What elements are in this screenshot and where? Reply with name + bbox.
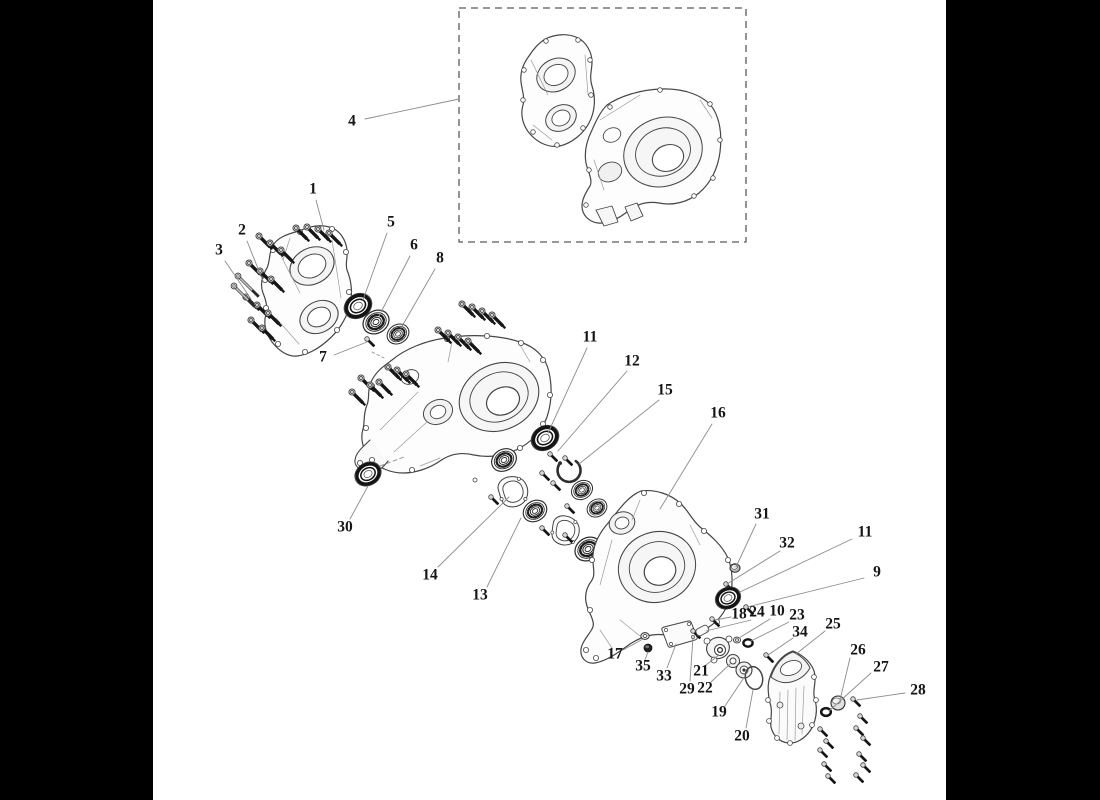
part-number-5-4: 5 [387,214,395,231]
part-number-15-13: 15 [657,382,673,399]
part-number-29-31: 29 [679,681,695,698]
part-number-26-25: 26 [850,642,866,659]
part-number-11-17: 11 [858,524,873,541]
part-number-19-34: 19 [711,704,727,721]
part-number-34-23: 34 [792,624,808,641]
part-number-12-12: 12 [624,353,640,370]
leader-line-27 [828,672,872,712]
part-number-24-20: 24 [749,604,765,621]
oil-seal-30 [348,455,405,493]
leader-line-30 [349,485,369,520]
leader-line-12 [557,370,628,452]
leader-line-6 [378,255,411,317]
part-number-31-15: 31 [754,506,770,523]
leader-line-3 [224,260,252,300]
leader-line-11 [739,538,853,593]
part-number-33-30: 33 [656,668,672,685]
part-number-8-6: 8 [436,250,444,267]
leader-line-20 [745,689,754,729]
leader-line-33 [666,643,677,669]
leader-line-31 [735,523,757,568]
part-number-2-2: 2 [238,222,246,239]
leader-line-17 [622,638,644,651]
leader-lines-layer [224,98,906,729]
leader-line-22 [710,663,731,683]
part-number-23-22: 23 [789,607,805,624]
washer-17 [640,632,650,640]
leader-line-4 [364,98,460,120]
seal-and-bearings-left-axis [337,286,414,359]
leader-line-29 [689,636,694,682]
plug-35-top [645,645,650,649]
reference-box [458,7,747,243]
leader-line-10 [738,618,771,639]
leader-line-5 [362,232,388,301]
part-number-9-18: 9 [873,564,881,581]
part-number-14-9: 14 [422,567,438,584]
leader-line-18 [714,616,732,621]
leader-line-21 [705,654,720,666]
right-case-small-parts [640,563,755,653]
assembled-left-half [520,34,595,148]
part-number-28-27: 28 [910,682,926,699]
leader-line-16 [659,423,713,510]
crankcase-right-half [580,489,734,664]
part-number-27-26: 27 [873,659,889,676]
part-number-13-10: 13 [472,587,488,604]
assembled-crankcase-pair [520,34,723,227]
part-number-11-11: 11 [583,329,598,346]
leader-line-1 [315,199,325,231]
part-number-4-0: 4 [348,113,356,130]
part-number-35-29: 35 [635,658,651,675]
leader-line-7 [333,341,368,356]
leader-line-26 [839,657,851,701]
crankcase-left-half [261,225,353,357]
leader-line-25 [795,630,826,655]
o-ring-20 [744,665,764,691]
part-number-22-33: 22 [697,680,713,697]
leader-line-13 [486,517,522,588]
pump-rotor-21 [714,644,726,656]
part-number-32-16: 32 [779,535,795,552]
gasket-33 [661,620,698,648]
crankcase-middle-half [354,332,554,483]
part-number-3-3: 3 [215,242,223,259]
part-number-7-7: 7 [319,349,327,366]
part-number-6-5: 6 [410,237,418,254]
leader-line-35 [644,651,649,661]
side-cover-assembly [765,650,872,785]
leader-line-11 [547,347,588,434]
assembled-right-half [581,87,723,227]
leader-line-15 [578,399,660,465]
plug-31 [729,563,741,573]
part-number-1-1: 1 [309,181,317,198]
leader-line-23 [750,621,790,642]
leader-line-34 [767,637,794,656]
part-number-20-35: 20 [734,728,750,745]
leader-line-19 [724,675,746,707]
part-number-30-8: 30 [337,519,353,536]
leader-line-2 [246,240,264,282]
plate-24 [695,624,710,637]
part-number-25-24: 25 [825,616,841,633]
part-number-16-14: 16 [710,405,726,422]
leader-line-8 [400,268,436,329]
part-number-17-28: 17 [607,646,623,663]
leader-line-32 [726,550,781,585]
leader-line-24 [705,619,752,632]
part-number-18-19: 18 [731,606,747,623]
leader-line-28 [856,692,906,701]
part-number-10-21: 10 [769,603,785,620]
part-number-21-32: 21 [693,663,709,680]
leader-line-9 [746,577,865,608]
leader-line-14 [437,496,510,568]
